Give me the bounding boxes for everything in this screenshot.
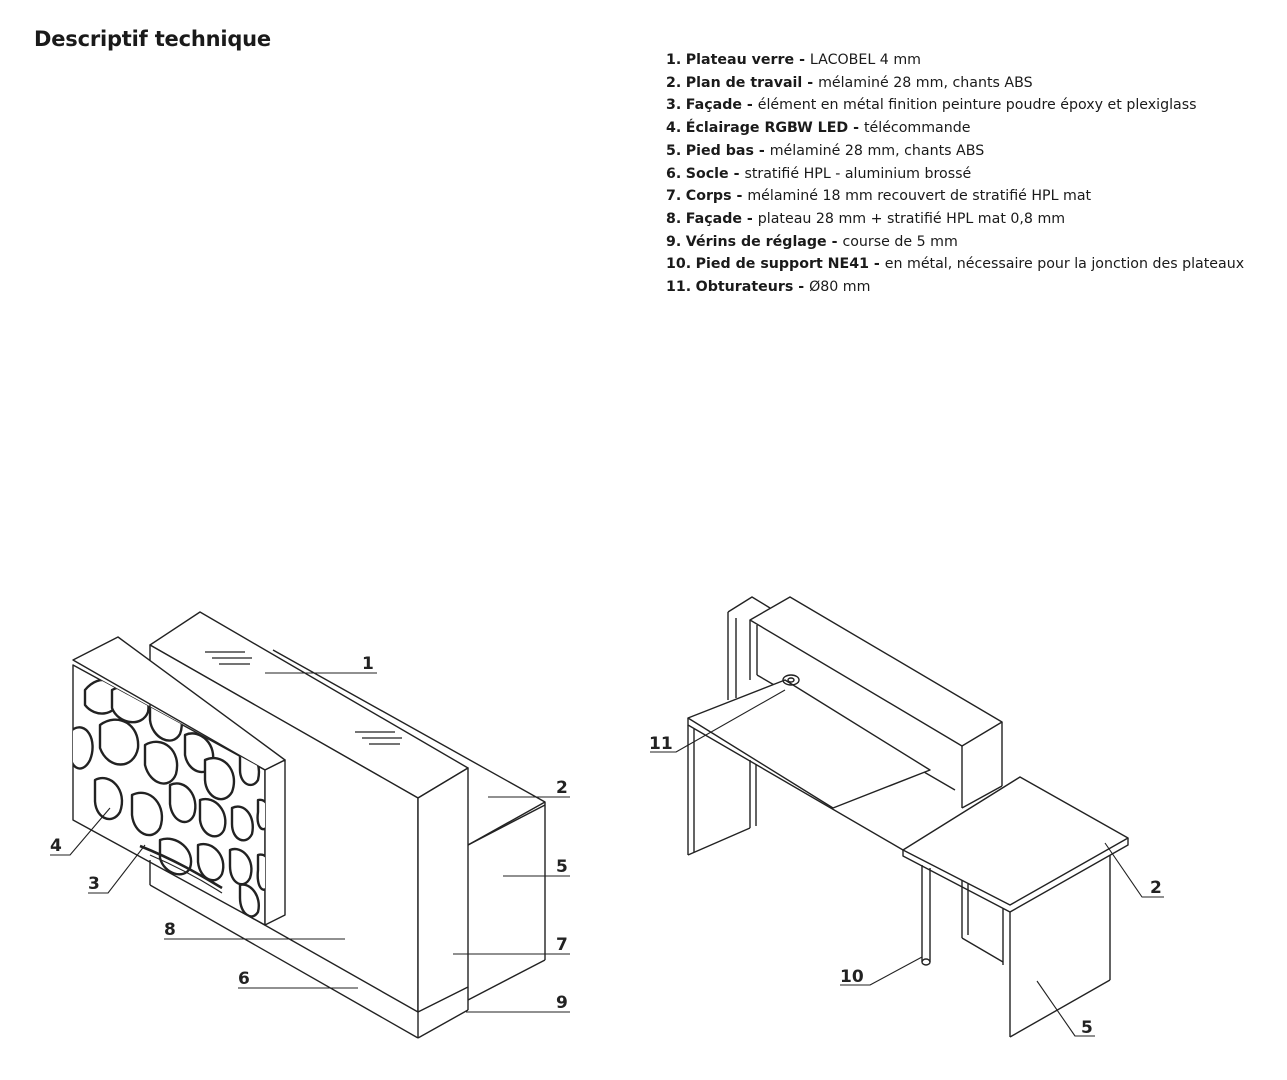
spec-separator: - xyxy=(741,210,758,227)
spec-item-8: 8. Façade - plateau 28 mm + stratifié HP… xyxy=(666,208,1246,231)
left-end-panel xyxy=(727,596,771,700)
spec-item-7: 7. Corps - mélaminé 18 mm recouvert de s… xyxy=(666,185,1246,208)
callout-5: 5 xyxy=(556,857,568,877)
grommet-inner xyxy=(787,677,795,683)
spec-item-9: 9. Vérins de réglage - course de 5 mm xyxy=(666,231,1246,254)
spec-item-5: 5. Pied bas - mélaminé 28 mm, chants ABS xyxy=(666,140,1246,163)
spec-separator: - xyxy=(731,188,748,205)
support-leg xyxy=(921,865,931,966)
spec-separator: - xyxy=(728,165,745,182)
spec-number: 10. xyxy=(666,256,692,273)
callout-2-back: 2 xyxy=(1150,878,1162,898)
spec-value: élément en métal finition peinture poudr… xyxy=(757,97,1197,114)
callout-10: 10 xyxy=(840,967,864,987)
spec-label: Pied bas xyxy=(685,142,754,159)
spec-number: 3. xyxy=(666,97,682,114)
spec-value: en métal, nécessaire pour la jonction de… xyxy=(884,256,1245,273)
page-title: Descriptif technique xyxy=(34,27,271,51)
front-view-drawing xyxy=(50,611,570,1039)
callout-4: 4 xyxy=(50,836,62,856)
grommet-obturator xyxy=(782,674,800,686)
spec-value: mélaminé 18 mm recouvert de stratifié HP… xyxy=(747,188,1092,205)
spec-item-6: 6. Socle - stratifié HPL - aluminium bro… xyxy=(666,163,1246,186)
spec-list: 1. Plateau verre - LACOBEL 4 mm 2. Plan … xyxy=(666,49,1246,299)
callout-11: 11 xyxy=(649,734,673,754)
spec-separator: - xyxy=(868,256,885,273)
spec-value: télécommande xyxy=(863,120,971,137)
spec-item-11: 11. Obturateurs - Ø80 mm xyxy=(666,276,1246,299)
spec-value: plateau 28 mm + stratifié HPL mat 0,8 mm xyxy=(757,210,1066,227)
spec-value: mélaminé 28 mm, chants ABS xyxy=(769,142,985,159)
spec-item-1: 1. Plateau verre - LACOBEL 4 mm xyxy=(666,49,1246,72)
spec-label: Socle xyxy=(685,165,729,182)
spec-label: Vérins de réglage xyxy=(685,233,827,250)
spec-number: 4. xyxy=(666,120,682,137)
spec-label: Pied de support NE41 xyxy=(695,256,869,273)
back-callout-leaders xyxy=(650,689,1164,1037)
back-callout-numbers: 11 2 10 5 xyxy=(649,734,1162,1038)
spec-number: 8. xyxy=(666,210,682,227)
spec-separator: - xyxy=(741,97,758,114)
spec-number: 6. xyxy=(666,165,682,182)
spec-item-10: 10. Pied de support NE41 - en métal, néc… xyxy=(666,253,1246,276)
spec-separator: - xyxy=(753,142,770,159)
spec-value: stratifié HPL - aluminium brossé xyxy=(744,165,972,182)
glass-reflection-marks xyxy=(205,651,402,745)
front-facade-panel xyxy=(72,636,286,926)
spec-number: 9. xyxy=(666,233,682,250)
spec-separator: - xyxy=(826,233,843,250)
spec-number: 5. xyxy=(666,142,682,159)
spec-separator: - xyxy=(793,279,810,296)
back-view-drawing xyxy=(650,596,1164,1038)
spec-item-3: 3. Façade - élément en métal finition pe… xyxy=(666,94,1246,117)
main-work-top xyxy=(687,679,931,856)
callout-5-back: 5 xyxy=(1081,1018,1093,1038)
spec-number: 11. xyxy=(666,279,692,296)
spec-value: course de 5 mm xyxy=(842,233,958,250)
spec-separator: - xyxy=(802,74,819,91)
callout-3: 3 xyxy=(88,874,100,894)
callout-8: 8 xyxy=(164,920,176,940)
spec-label: Façade xyxy=(685,210,742,227)
spec-label: Plan de travail xyxy=(685,74,803,91)
spec-value: Ø80 mm xyxy=(809,279,871,296)
callout-1: 1 xyxy=(362,654,374,674)
callout-9: 9 xyxy=(556,993,568,1013)
spec-label: Corps xyxy=(685,188,732,205)
spec-label: Éclairage RGBW LED xyxy=(685,120,849,137)
spec-item-4: 4. Éclairage RGBW LED - télécommande xyxy=(666,117,1246,140)
front-callout-numbers: 1 2 5 7 9 4 3 8 6 xyxy=(50,654,568,1013)
callout-7: 7 xyxy=(556,935,568,955)
spec-separator: - xyxy=(848,120,864,137)
spec-number: 7. xyxy=(666,188,682,205)
spec-value: LACOBEL 4 mm xyxy=(809,52,921,68)
extension-table xyxy=(902,776,1129,1038)
spec-number: 2. xyxy=(666,74,682,91)
spec-label: Plateau verre xyxy=(685,52,795,68)
spec-separator: - xyxy=(794,52,810,68)
spec-item-2: 2. Plan de travail - mélaminé 28 mm, cha… xyxy=(666,72,1246,95)
front-callout-leaders xyxy=(50,672,570,1013)
rear-work-surface xyxy=(272,649,546,1001)
spec-number: 1. xyxy=(666,52,682,68)
spec-label: Obturateurs xyxy=(695,279,794,296)
spec-label: Façade xyxy=(685,97,742,114)
callout-6: 6 xyxy=(238,969,250,989)
spec-value: mélaminé 28 mm, chants ABS xyxy=(818,74,1033,91)
callout-2: 2 xyxy=(556,778,568,798)
